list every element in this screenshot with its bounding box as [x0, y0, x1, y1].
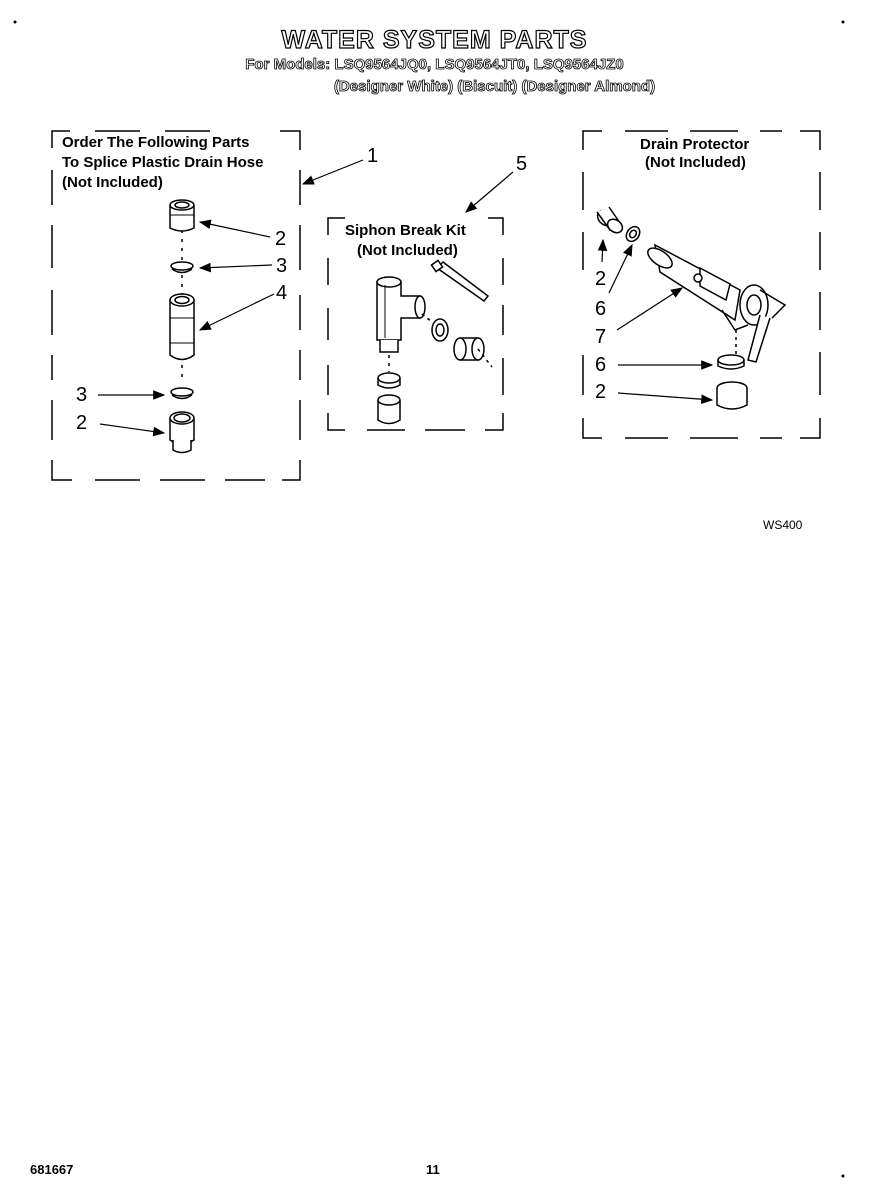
- drain-box-label-1: Drain Protector: [640, 136, 750, 153]
- callout-5: 5: [516, 153, 528, 175]
- callout-drain-2-top: 2: [595, 268, 607, 290]
- drain-box-label-2: (Not Included): [645, 154, 746, 171]
- drain-clamp-top: [625, 225, 641, 243]
- siphon-parts: [376, 259, 493, 425]
- corner-dot: [13, 20, 17, 24]
- callout-drain-7: 7: [595, 326, 607, 348]
- end-fitting-siphon: [453, 337, 493, 368]
- splice-box-label-1: Order The Following Parts: [62, 134, 250, 151]
- callout-2-bottom: 2: [76, 412, 88, 434]
- siphon-box-label-2: (Not Included): [357, 242, 458, 259]
- tie-strap: [430, 259, 490, 303]
- footer-page-number: 11: [426, 1162, 440, 1177]
- model-list: For Models: LSQ9564JQ0, LSQ9564JT0, LSQ9…: [245, 56, 624, 74]
- callout-drain-6-bottom: 6: [595, 354, 607, 376]
- page-title: WATER SYSTEM PARTS: [281, 25, 588, 54]
- clamp-top: [170, 261, 194, 274]
- splice-box-label-2: To Splice Plastic Drain Hose: [62, 154, 264, 171]
- callout-3-bottom: 3: [76, 384, 88, 406]
- connector-bottom: [169, 411, 195, 454]
- siphon-box-label-1: Siphon Break Kit: [345, 222, 466, 239]
- callout-3-top: 3: [276, 255, 288, 277]
- clamp-siphon: [377, 372, 401, 389]
- footer-part-number: 681667: [30, 1162, 74, 1177]
- corner-dot: [841, 1174, 845, 1178]
- drain-connector-top: [596, 206, 624, 234]
- splice-box-label-3: (Not Included): [62, 174, 163, 191]
- figure-code: WS400: [763, 518, 803, 532]
- leader-lines: [98, 159, 714, 437]
- corner-dot: [841, 20, 845, 24]
- coupling-siphon: [377, 394, 401, 425]
- hose-clamp-siphon: [431, 318, 449, 342]
- callout-4: 4: [276, 282, 288, 304]
- callout-2-top: 2: [275, 228, 287, 250]
- drain-connector-bottom: [716, 381, 748, 410]
- drain-box-frame: [582, 130, 821, 439]
- clamp-bottom: [170, 387, 194, 400]
- callout-1: 1: [367, 145, 379, 167]
- drain-protector-body: [647, 243, 787, 363]
- splice-parts: [169, 199, 195, 454]
- callout-drain-2-bottom: 2: [595, 381, 607, 403]
- tee-fitting: [376, 276, 426, 353]
- siphon-box-frame: [327, 217, 504, 431]
- connector-top: [169, 199, 195, 232]
- callout-drain-6-top: 6: [595, 298, 607, 320]
- drain-parts: [596, 206, 787, 410]
- drain-clamp-bottom: [717, 354, 745, 370]
- color-list: (Designer White) (Biscuit) (Designer Alm…: [333, 78, 656, 96]
- connector-long: [169, 293, 195, 361]
- splice-box-frame: [51, 130, 301, 481]
